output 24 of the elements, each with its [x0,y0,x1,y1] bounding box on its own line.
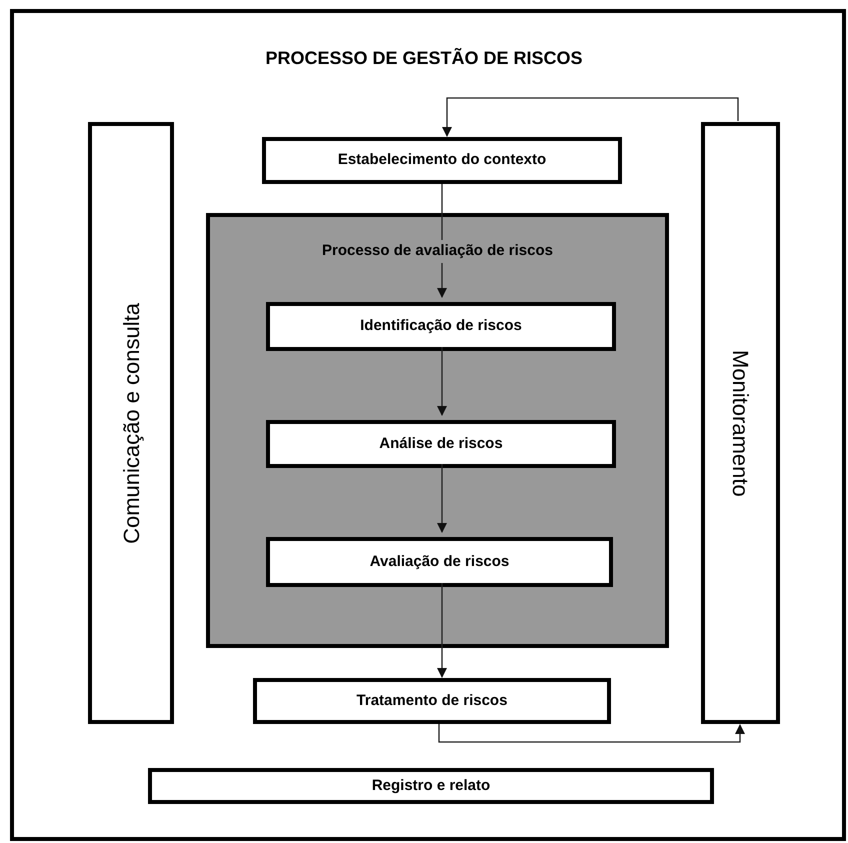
arrow [437,583,447,678]
box-label: Comunicação e consulta [118,302,145,544]
box-label: Análise de riscos [379,434,503,454]
process-box [701,122,780,724]
arrow [437,464,447,533]
diagram-title: PROCESSO DE GESTÃO DE RISCOS [264,47,584,70]
process-box [266,302,616,351]
process-box [266,537,613,587]
arrow [438,724,745,743]
box-label: Identificação de riscos [360,316,522,336]
box-label: Monitoramento [727,350,754,496]
process-box [262,137,622,184]
box-label: Estabelecimento do contexto [338,150,546,170]
arrow [442,97,739,137]
arrow [437,184,447,298]
box-label: Registro e relato [372,776,490,796]
group-box [206,213,669,648]
process-box [148,768,714,804]
process-box [253,678,611,724]
box-label: Tratamento de riscos [356,690,508,711]
box-label: Avaliação de riscos [370,552,510,572]
process-box [266,420,616,468]
process-box [88,122,174,724]
arrow [437,347,447,416]
